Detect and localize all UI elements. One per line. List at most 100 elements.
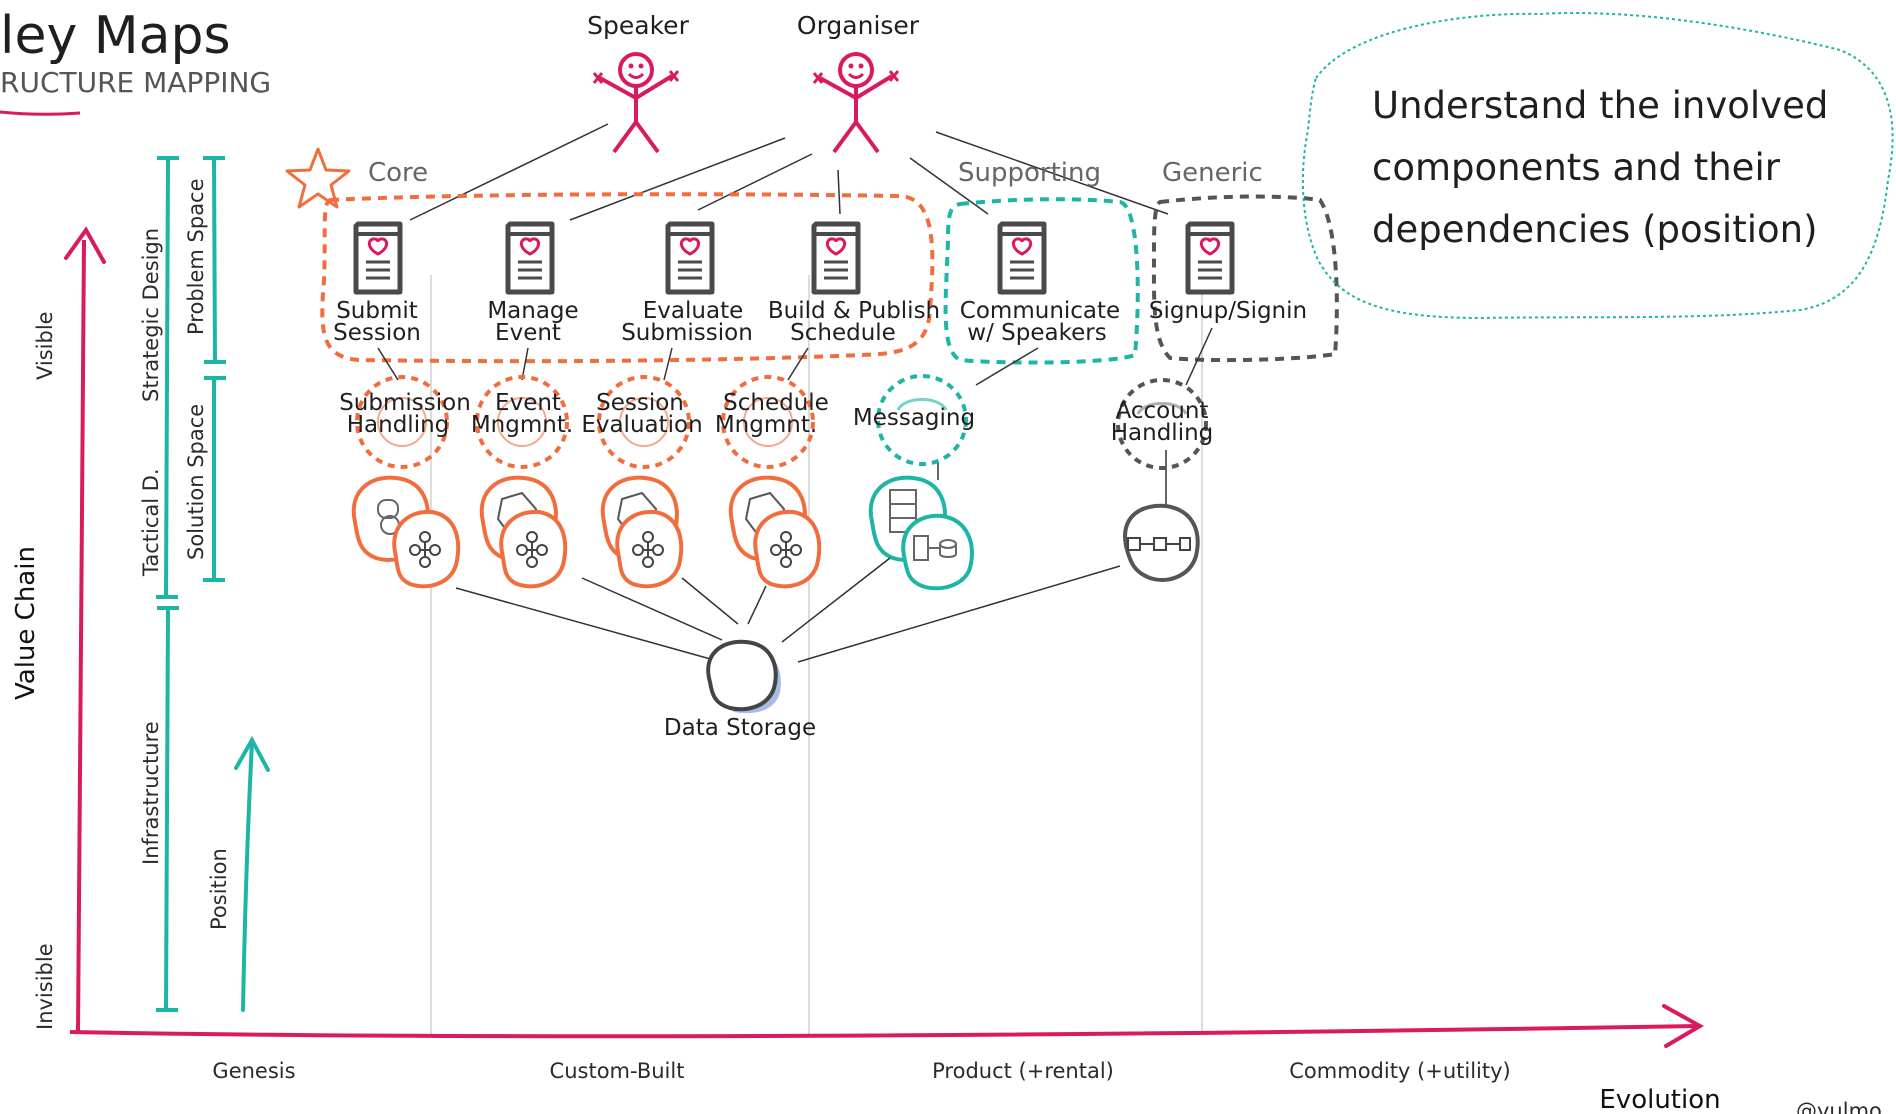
context-line1: Messaging <box>853 405 975 431</box>
subdomain-line1: Build & Publish <box>768 298 940 324</box>
stage-product: Product (+rental) <box>932 1059 1114 1083</box>
stick-figure-icon <box>592 52 680 154</box>
problem-space-label: Problem Space <box>184 178 208 335</box>
subdomain-context-dependencies <box>377 327 1213 510</box>
context-account-handling <box>1116 378 1208 470</box>
event-components <box>479 475 568 589</box>
submission-components <box>351 475 461 589</box>
document-heart-icon <box>1000 224 1044 292</box>
document-heart-icon <box>668 224 712 292</box>
pipeline-icon <box>1127 537 1191 551</box>
schedule-components <box>728 475 822 589</box>
context-session-evaluation <box>597 375 691 469</box>
messaging-components <box>868 475 974 591</box>
organiser-actor: Organiser <box>797 11 920 154</box>
subdomain-line1: Evaluate <box>643 298 743 324</box>
note-cloud <box>1301 11 1894 320</box>
context-line2: Mngmnt. <box>471 412 573 438</box>
value-chain-axis <box>76 239 86 1033</box>
core-label: Core <box>368 158 428 188</box>
context-line1: Event <box>495 390 561 416</box>
context-line2: Mngmnt. <box>715 412 817 438</box>
stage-custom-built: Custom-Built <box>550 1059 685 1083</box>
context-line2: Handling <box>347 412 450 438</box>
context-messaging <box>876 374 968 466</box>
context-line1: Account <box>1116 398 1209 424</box>
solution-space-bracket <box>203 376 226 582</box>
title-underline <box>0 110 81 116</box>
subdomain-line1: Submit <box>336 298 418 324</box>
subdomain-manage-event: Manage Event <box>487 298 578 346</box>
stage-genesis: Genesis <box>212 1059 295 1083</box>
context-schedule-mngmnt <box>721 375 815 469</box>
context-line2: Handling <box>1111 420 1214 446</box>
subdomain-line2: w/ Speakers <box>967 320 1106 346</box>
note-line3: dependencies (position) <box>1372 208 1818 251</box>
generic-domain-boundary <box>1151 194 1339 363</box>
speaker-actor: Speaker <box>587 11 690 154</box>
page-subtitle: RUCTURE MAPPING <box>0 66 271 99</box>
subdomain-line2: Session <box>333 320 421 346</box>
credit-label: @yulmo <box>1796 1099 1882 1114</box>
subdomain-communicate-speakers: Communicate w/ Speakers <box>960 298 1120 346</box>
position-arrow <box>234 735 270 1012</box>
context-line1: Submission <box>339 390 471 416</box>
stage-dividers <box>430 275 1203 1035</box>
subdomain-line1: Communicate <box>960 298 1120 324</box>
subdomain-line2: Submission <box>621 320 753 346</box>
organiser-label: Organiser <box>797 11 920 40</box>
data-storage-node: Data Storage <box>664 639 816 741</box>
subdomain-line1: Manage <box>487 298 578 324</box>
database-icon <box>913 535 957 561</box>
stick-figure-icon <box>812 52 900 154</box>
core-domain-boundary <box>320 192 935 364</box>
account-components <box>1123 503 1200 582</box>
document-heart-icon <box>356 224 400 292</box>
context-line2: Evaluation <box>581 412 702 438</box>
document-heart-icon <box>1188 224 1232 292</box>
context-event-mngmnt <box>475 375 569 469</box>
note-line2: components and their <box>1372 146 1781 189</box>
module-icon <box>377 499 399 519</box>
context-labels: Submission Handling Event Mngmnt. Sessio… <box>339 390 1213 446</box>
context-submission-handling <box>355 375 449 469</box>
subdomain-line2: Event <box>495 320 561 346</box>
strategic-design-label: Strategic Design <box>139 228 163 402</box>
subdomain-line2: Schedule <box>790 320 896 346</box>
visible-label: Visible <box>33 311 57 380</box>
generic-label: Generic <box>1162 158 1263 188</box>
problem-space-bracket <box>203 156 226 364</box>
actor-dependencies <box>409 123 1169 221</box>
subdomain-line1: Signup/Signin <box>1149 298 1307 324</box>
tactical-design-label: Tactical D. <box>139 468 163 577</box>
evolution-arrowhead <box>1662 1004 1705 1048</box>
context-line1: Schedule <box>723 390 829 416</box>
document-heart-icon <box>814 224 858 292</box>
evaluation-components <box>600 475 684 589</box>
stage-commodity: Commodity (+utility) <box>1289 1059 1510 1083</box>
value-chain-arrowhead <box>64 226 106 264</box>
invisible-label: Invisible <box>33 943 57 1030</box>
document-heart-icon <box>508 224 552 292</box>
infrastructure-label: Infrastructure <box>139 721 163 865</box>
data-storage-label: Data Storage <box>664 715 816 741</box>
strategic-bracket <box>156 156 179 599</box>
evolution-label: Evolution <box>1599 1085 1720 1114</box>
supporting-label: Supporting <box>958 158 1101 188</box>
infrastructure-bracket <box>156 606 179 1012</box>
page-title: ley Maps <box>0 6 231 66</box>
core-star-icon <box>285 147 351 209</box>
subdomain-build-publish-schedule: Build & Publish Schedule <box>768 298 940 346</box>
evolution-axis <box>69 1024 1699 1039</box>
solution-space-label: Solution Space <box>184 404 208 560</box>
context-line1: Session <box>596 390 684 416</box>
subdomain-evaluate-submission: Evaluate Submission <box>621 298 753 346</box>
storage-dependencies <box>455 557 1121 663</box>
position-label: Position <box>207 848 231 930</box>
subdomain-submit-session: Submit Session <box>333 298 421 346</box>
note-line1: Understand the involved <box>1372 84 1828 127</box>
value-chain-label: Value Chain <box>11 546 41 700</box>
subdomain-signup-signin: Signup/Signin <box>1149 298 1307 324</box>
speaker-label: Speaker <box>587 11 689 40</box>
